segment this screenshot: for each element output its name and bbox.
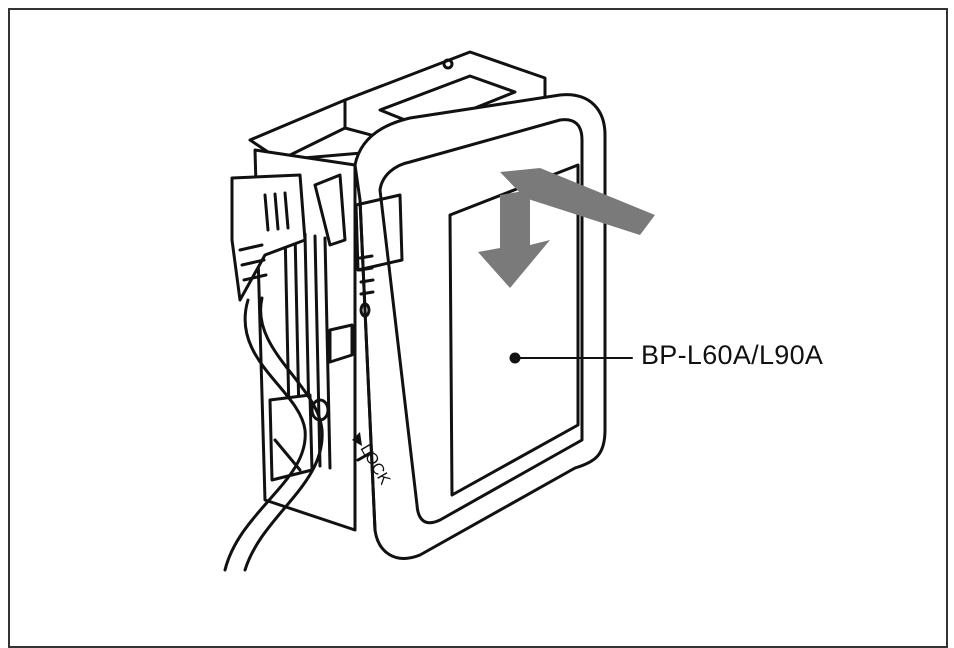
arrow-down-icon (478, 190, 550, 288)
cable (223, 296, 330, 572)
lock-arrow-icon (352, 432, 362, 446)
battery-model-label: BP-L60A/L90A (641, 340, 824, 370)
dc-plug (230, 173, 347, 302)
battery-diagram: LOCK (223, 50, 655, 572)
arrow-left-icon (500, 168, 655, 235)
callout-leader (509, 352, 633, 364)
battery-pack (353, 93, 607, 560)
